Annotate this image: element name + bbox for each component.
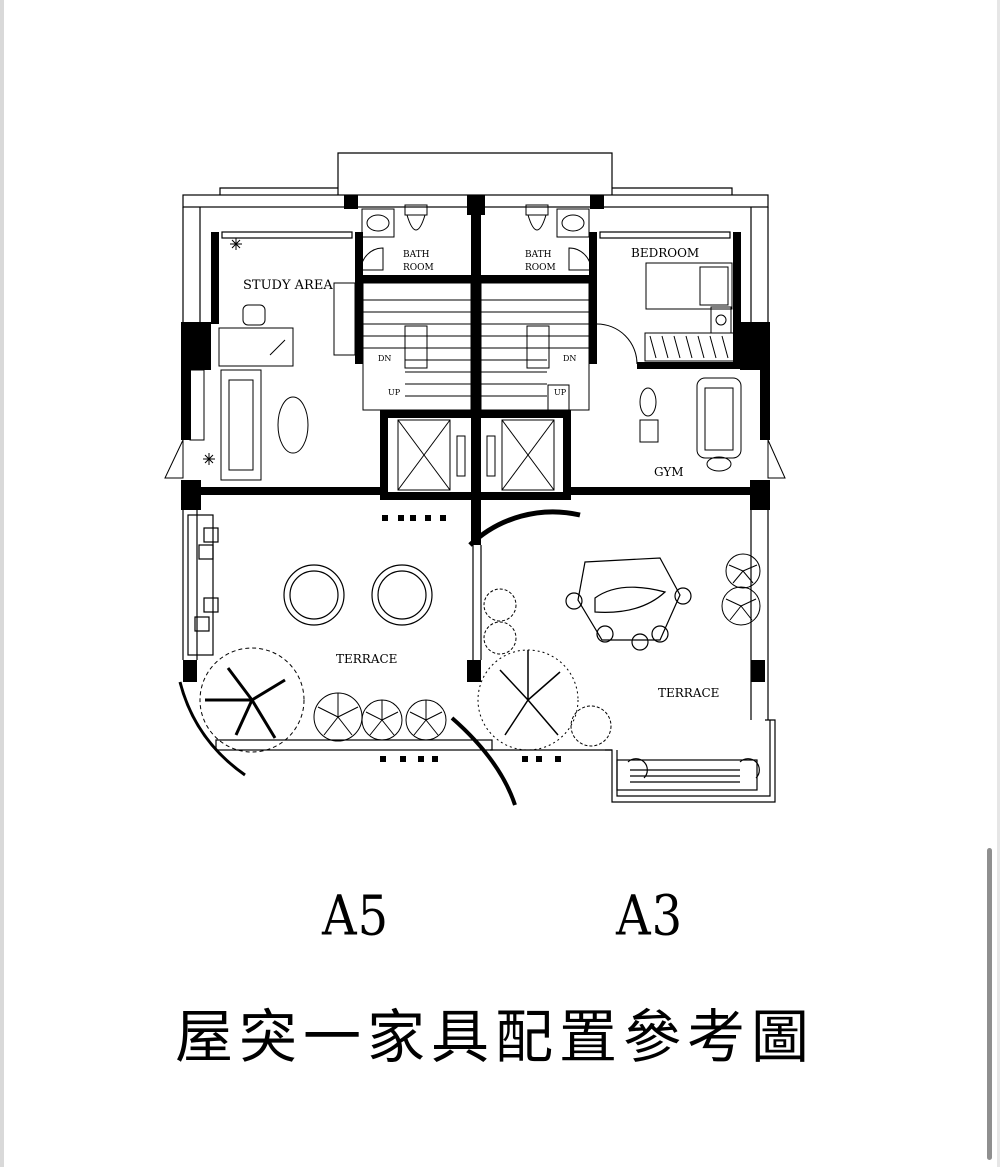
label-study-area: STUDY AREA — [243, 278, 333, 293]
page-left-edge — [0, 0, 4, 1167]
stair-treads-left — [363, 299, 471, 397]
label-bath-left-line1: BATH — [403, 250, 430, 260]
unit-label-a5: A5 — [322, 883, 390, 949]
terrace-outlines — [178, 509, 776, 806]
terrace-furniture — [187, 514, 760, 779]
vertical-scrollbar[interactable] — [987, 848, 992, 1160]
stair-right — [480, 282, 590, 411]
label-bath-left-line2: ROOM — [403, 263, 434, 273]
label-bedroom: BEDROOM — [631, 246, 699, 260]
label-bath-right-line1: BATH — [525, 250, 552, 260]
structural-walls — [181, 195, 770, 682]
round-dining-table — [577, 557, 681, 641]
stair-treads-right — [481, 299, 589, 397]
label-stair-up-left: UP — [388, 388, 401, 397]
label-terrace-left: TERRACE — [336, 652, 397, 666]
unit-label-a3: A3 — [616, 883, 684, 949]
label-stair-dn-left: DN — [378, 354, 391, 363]
label-stair-dn-right: DN — [563, 354, 576, 363]
label-gym: GYM — [654, 465, 684, 479]
drawing-caption: 屋突一家具配置參考圖 — [174, 1003, 815, 1071]
stair-left — [362, 282, 472, 411]
page-right-edge — [997, 0, 1000, 1167]
bedroom-gym-furniture — [596, 262, 786, 479]
label-bath-right-line2: ROOM — [525, 263, 556, 273]
elevator-right — [501, 419, 555, 491]
elevator-left — [397, 419, 451, 491]
study-furniture — [164, 238, 309, 481]
floor-plan-drawing: STUDY AREA BATH ROOM BATH ROOM BEDROOM G… — [164, 152, 786, 806]
bath-fixtures — [360, 204, 592, 271]
roof-outline — [337, 152, 613, 195]
label-stair-up-right: UP — [554, 388, 567, 397]
label-terrace-right: TERRACE — [658, 686, 719, 700]
threshold-markers — [380, 515, 561, 762]
landscape-trees — [199, 553, 761, 753]
